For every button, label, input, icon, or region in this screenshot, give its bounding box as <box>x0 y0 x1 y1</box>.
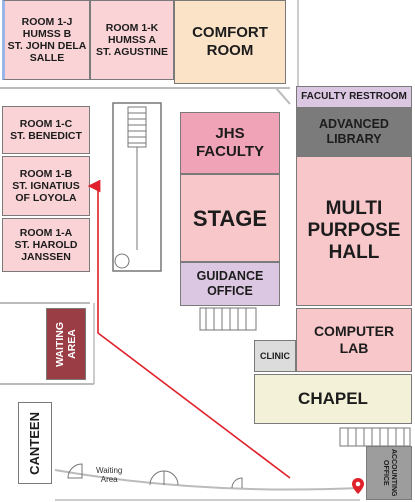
room-1k-line3: ST. AGUSTINE <box>96 46 168 58</box>
guidance-office-line2: OFFICE <box>207 284 253 298</box>
room-1j-line4: SALLE <box>29 52 65 64</box>
room-1b-line2: ST. IGNATIUS <box>12 180 80 192</box>
comfort-room-line1: COMFORT <box>192 24 268 41</box>
room-1j-line2: HUMSS B <box>22 28 72 40</box>
canteen[interactable]: CANTEEN <box>18 402 52 484</box>
room-1k-line1: ROOM 1-K <box>105 22 159 34</box>
room-1b-line1: ROOM 1-B <box>19 168 73 180</box>
comfort-room-line2: ROOM <box>206 42 254 59</box>
waiting-area-line1: WAITING <box>54 321 66 367</box>
clinic[interactable]: CLINIC <box>254 340 296 372</box>
waiting-area-bottom-label: Waiting Area <box>96 466 122 484</box>
room-1k-line2: HUMSS A <box>107 34 156 46</box>
room-1a-line1: ROOM 1-A <box>19 227 73 239</box>
map-pin-icon <box>352 478 364 494</box>
computer-lab-line2: LAB <box>339 340 369 356</box>
accounting-office-line1: ACCOUNTING <box>390 449 397 497</box>
waiting-area-line2: AREA <box>66 329 78 359</box>
stage-label: STAGE <box>192 205 268 231</box>
clinic-label: CLINIC <box>260 351 290 361</box>
room-1b-line3: OF LOYOLA <box>15 192 77 204</box>
waiting-area-bottom-line1: Waiting <box>96 466 123 475</box>
room-1a-line2: ST. HAROLD <box>14 239 78 251</box>
chapel[interactable]: CHAPEL <box>254 374 412 424</box>
computer-lab-line1: COMPUTER <box>313 323 395 339</box>
stage[interactable]: STAGE <box>180 174 280 262</box>
advanced-library-line1: ADVANCED <box>319 117 389 131</box>
jhs-faculty-line1: JHS <box>215 125 245 142</box>
guidance-office-line1: GUIDANCE <box>196 269 264 283</box>
multi-purpose-hall-line3: HALL <box>328 242 380 263</box>
faculty-restroom[interactable]: FACULTY RESTROOM <box>296 86 412 108</box>
accounting-office[interactable]: ACCOUNTING OFFICE <box>366 446 412 500</box>
faculty-restroom-label: FACULTY RESTROOM <box>301 91 407 102</box>
room-1c-line2: ST. BENEDICT <box>10 130 82 142</box>
chapel-label: CHAPEL <box>298 389 368 408</box>
room-1j-line3: ST. JOHN DELA <box>7 40 87 52</box>
waiting-area-bottom-line2: Area <box>100 475 118 484</box>
multi-purpose-hall-line1: MULTI <box>325 198 383 219</box>
multi-purpose-hall-line2: PURPOSE <box>307 220 401 241</box>
room-1j-line1: ROOM 1-J <box>21 16 73 28</box>
advanced-library-line2: LIBRARY <box>326 132 382 146</box>
room-1c-line1: ROOM 1-C <box>19 118 73 130</box>
jhs-faculty-line2: FACULTY <box>195 143 265 160</box>
accounting-office-line2: OFFICE <box>382 460 389 486</box>
room-1a-line3: JANSSEN <box>21 251 71 263</box>
canteen-label: CANTEEN <box>27 411 42 475</box>
